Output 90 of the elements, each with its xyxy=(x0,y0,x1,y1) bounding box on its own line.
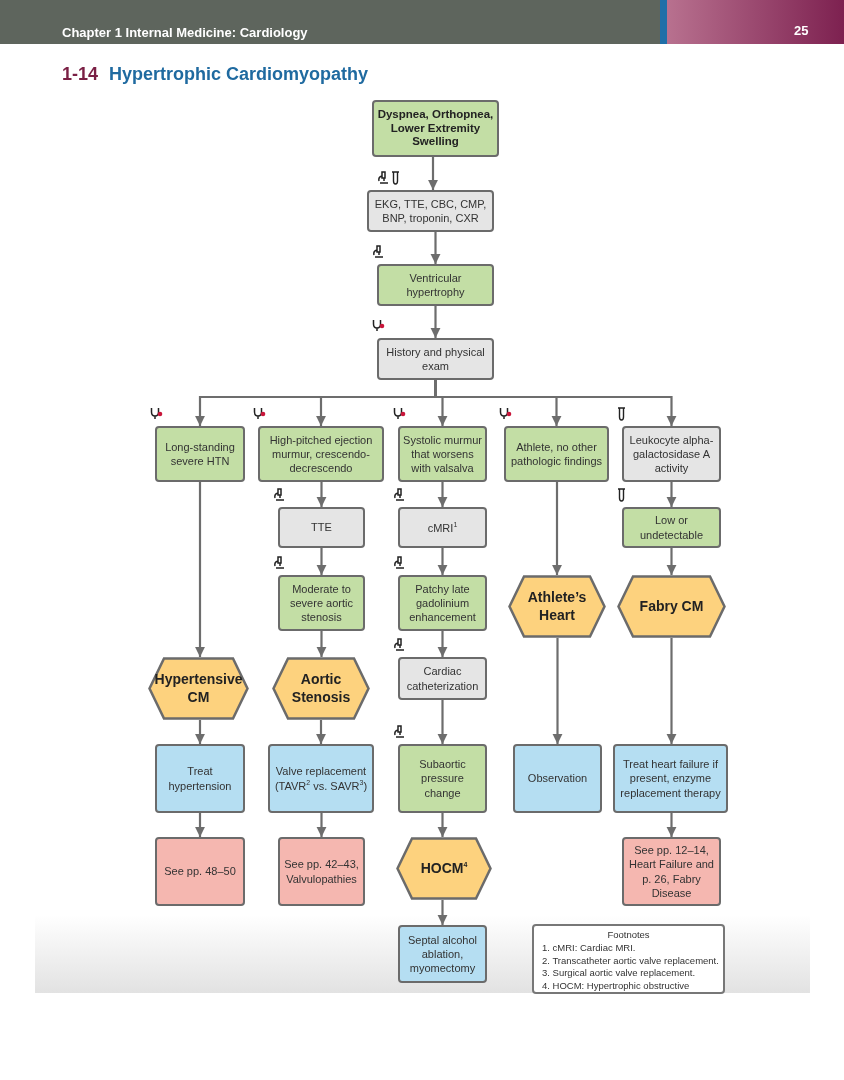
process-box xyxy=(622,837,721,906)
diagnosis-hexagon xyxy=(148,657,249,720)
footnote-text: 4. HOCM: Hypertrophic obstructive xyxy=(542,980,691,994)
page-number: 25 xyxy=(794,23,809,38)
arrow xyxy=(437,548,448,575)
process-box xyxy=(398,744,487,813)
arrow xyxy=(195,720,205,744)
process-box xyxy=(613,744,728,813)
footnote-text: 1. cMRI: Cardiac MRI. xyxy=(542,941,637,955)
arrow xyxy=(437,813,448,837)
process-box xyxy=(278,507,365,548)
box-text: Athlete’s Heart xyxy=(526,589,588,624)
process-box xyxy=(398,426,487,482)
footnote-text: 3. Surgical aortic valve replacement. xyxy=(542,967,697,981)
process-box xyxy=(367,190,494,232)
process-box xyxy=(155,837,245,906)
process-box xyxy=(398,657,487,700)
process-box xyxy=(398,925,487,983)
box-text: Systolic murmur that worsens with valsalva xyxy=(403,432,482,476)
process-box xyxy=(155,426,245,482)
arrow xyxy=(430,306,441,338)
arrow xyxy=(437,900,448,925)
arrow xyxy=(437,631,448,657)
arrow xyxy=(316,482,327,507)
process-box xyxy=(377,264,494,306)
process-box xyxy=(622,507,721,548)
arrow xyxy=(428,157,438,190)
box-text: Septal alcohol ablation, myomectomy xyxy=(406,932,479,976)
process-box xyxy=(278,837,365,906)
arrow xyxy=(316,813,327,837)
process-box xyxy=(513,744,602,813)
box-text: Athlete, no other pathologic findings xyxy=(509,439,604,469)
box-text: Treat heart failure if present, enzyme replacement therapy xyxy=(619,757,722,800)
box-text: Low or undetectable xyxy=(639,513,704,542)
box-text: See pp. 42–43, Valvulopathies xyxy=(283,857,360,886)
process-box xyxy=(377,338,494,380)
arrow xyxy=(666,548,677,575)
box-text: High-pitched ejection murmur, crescendo-decrescendo xyxy=(268,432,374,476)
box-text: Cardiac catheterization xyxy=(405,664,480,693)
process-box xyxy=(504,426,609,482)
box-text: Subaortic pressure change xyxy=(418,757,467,800)
box-text: TTE xyxy=(311,520,332,535)
process-box xyxy=(398,575,487,631)
process-box xyxy=(278,575,365,631)
box-text: HOCM$^{4}$ xyxy=(419,859,469,878)
diagnosis-hexagon xyxy=(396,837,492,900)
arrow xyxy=(430,232,441,264)
section-title: Hypertrophic Cardiomyopathy xyxy=(109,64,369,85)
footnotes-heading: Footnotes xyxy=(606,929,651,942)
box-text: Patchy late gadolinium enhancement xyxy=(408,581,477,625)
process-box xyxy=(258,426,384,482)
arrow xyxy=(316,720,326,744)
box-text: Moderate to severe aortic stenosis xyxy=(289,581,354,625)
arrow xyxy=(437,700,448,744)
arrow xyxy=(316,631,327,657)
process-box xyxy=(155,744,245,813)
box-text: Fabry CM xyxy=(638,597,705,616)
box-text: cMRI$^{1}$ xyxy=(427,520,458,535)
chapter-heading: Chapter 1 Internal Medicine: Cardiology xyxy=(62,25,308,40)
box-text: Treat hypertension xyxy=(167,764,233,793)
box-text: Long-standing severe HTN xyxy=(164,439,236,469)
process-box xyxy=(268,744,374,813)
process-box xyxy=(372,100,499,157)
process-box xyxy=(398,507,487,548)
box-text: History and physical exam xyxy=(385,344,486,374)
arrow xyxy=(666,638,677,744)
box-text: Valve replacement (TAVR$^{2}$ vs. SAVR$^{3}$) xyxy=(273,763,369,794)
process-box xyxy=(622,426,721,482)
box-text: Hypertensive CM xyxy=(153,671,244,706)
box-text: EKG, TTE, CBC, CMP, BNP, troponin, CXR xyxy=(373,196,488,226)
diagnosis-hexagon xyxy=(272,657,370,720)
arrow xyxy=(552,482,562,575)
arrow xyxy=(437,482,448,507)
arrow xyxy=(666,482,677,507)
box-text: Observation xyxy=(527,771,588,786)
box-text: Ventricular hypertrophy xyxy=(405,270,466,300)
arrow xyxy=(195,813,205,837)
diagnosis-hexagon xyxy=(617,575,726,638)
footnotes-box xyxy=(532,924,725,994)
arrow xyxy=(316,548,327,575)
box-text: See pp. 12–14, Heart Failure and p. 26, Fabry Disease xyxy=(628,842,715,901)
box-text: Aortic Stenosis xyxy=(290,671,352,706)
box-text: See pp. 48–50 xyxy=(164,864,236,879)
box-text: Leukocyte alpha-galactosidase A activity xyxy=(628,432,715,476)
arrow xyxy=(552,638,563,744)
box-text: Dyspnea, Orthopnea, Lower Extremity Swelling xyxy=(377,107,494,150)
arrow xyxy=(666,813,677,837)
section-number: 1-14 xyxy=(62,64,99,85)
arrow xyxy=(195,482,205,657)
diagnosis-hexagon xyxy=(508,575,606,638)
